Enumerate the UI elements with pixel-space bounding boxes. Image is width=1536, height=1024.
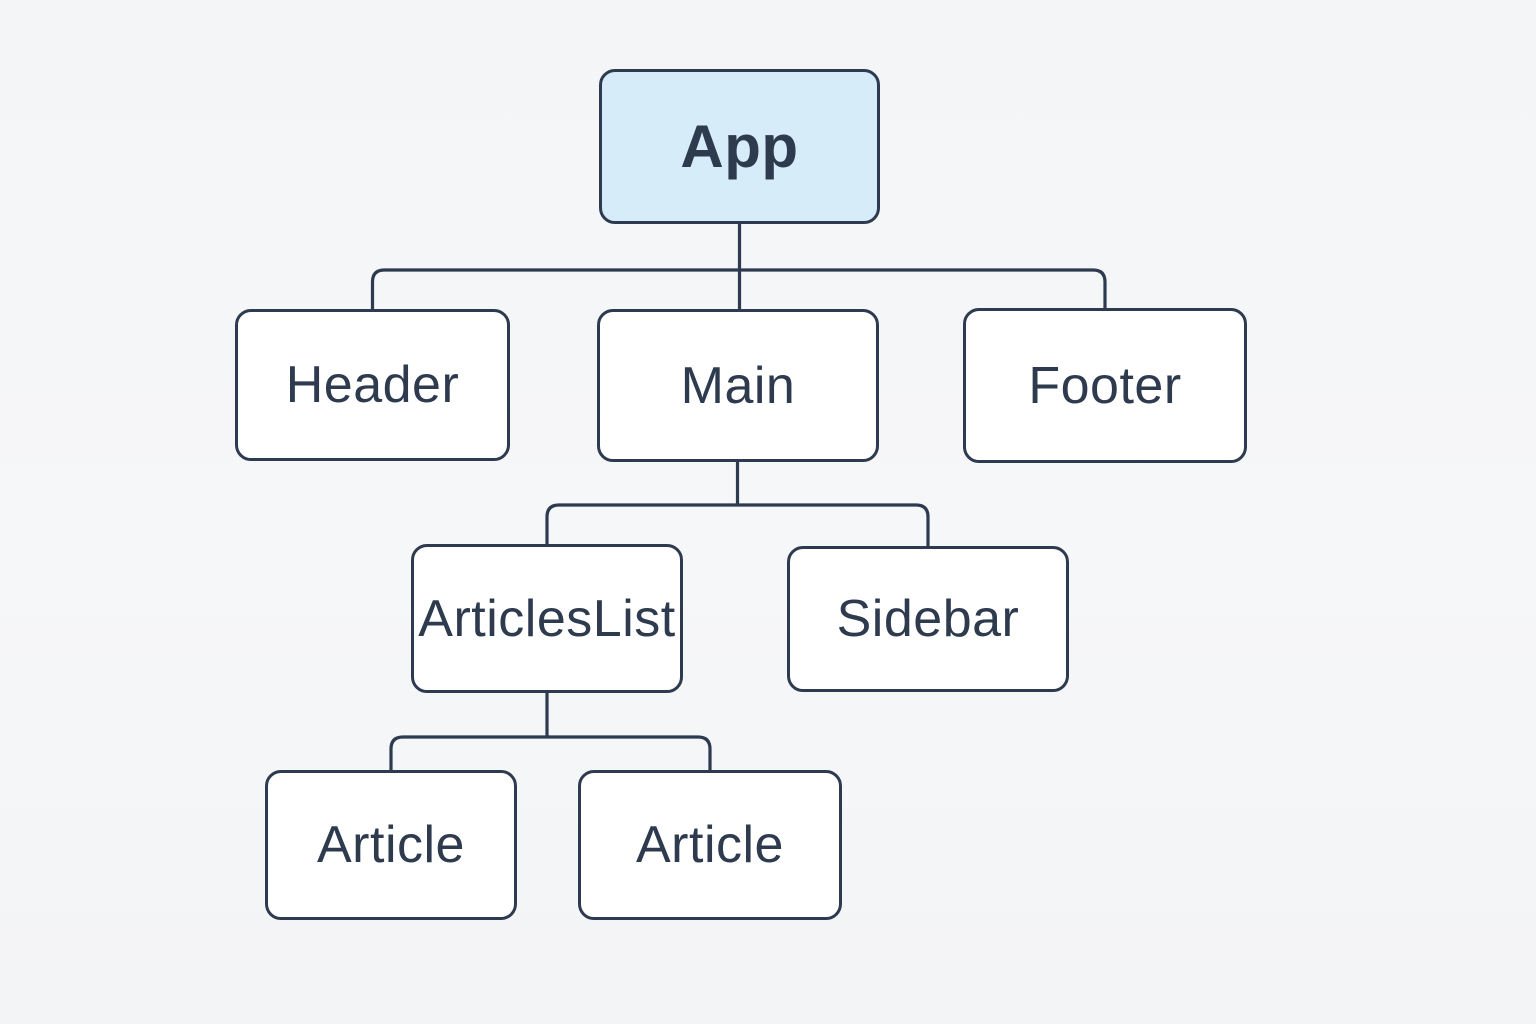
- node-label-articleslist: ArticlesList: [418, 589, 676, 648]
- node-label-article-2: Article: [636, 816, 784, 874]
- edge-articleslist-children-rail: [389, 735, 712, 770]
- tree-node-article-2: Article: [578, 770, 842, 920]
- edge-app-header-footer-rail: [370, 268, 1107, 309]
- edge-main-children-rail: [545, 503, 930, 546]
- tree-node-app: App: [599, 69, 880, 224]
- tree-node-footer: Footer: [963, 308, 1247, 463]
- tree-node-header: Header: [235, 309, 510, 461]
- tree-node-article-1: Article: [265, 770, 517, 920]
- node-label-main: Main: [680, 356, 796, 415]
- tree-node-main: Main: [597, 309, 879, 462]
- node-label-sidebar: Sidebar: [836, 590, 1020, 648]
- tree-node-sidebar: Sidebar: [787, 546, 1069, 692]
- node-label-app: App: [680, 112, 799, 180]
- node-label-header: Header: [285, 356, 460, 414]
- node-label-article-1: Article: [317, 816, 465, 874]
- tree-node-articleslist: ArticlesList: [411, 544, 683, 693]
- node-label-footer: Footer: [1028, 356, 1182, 415]
